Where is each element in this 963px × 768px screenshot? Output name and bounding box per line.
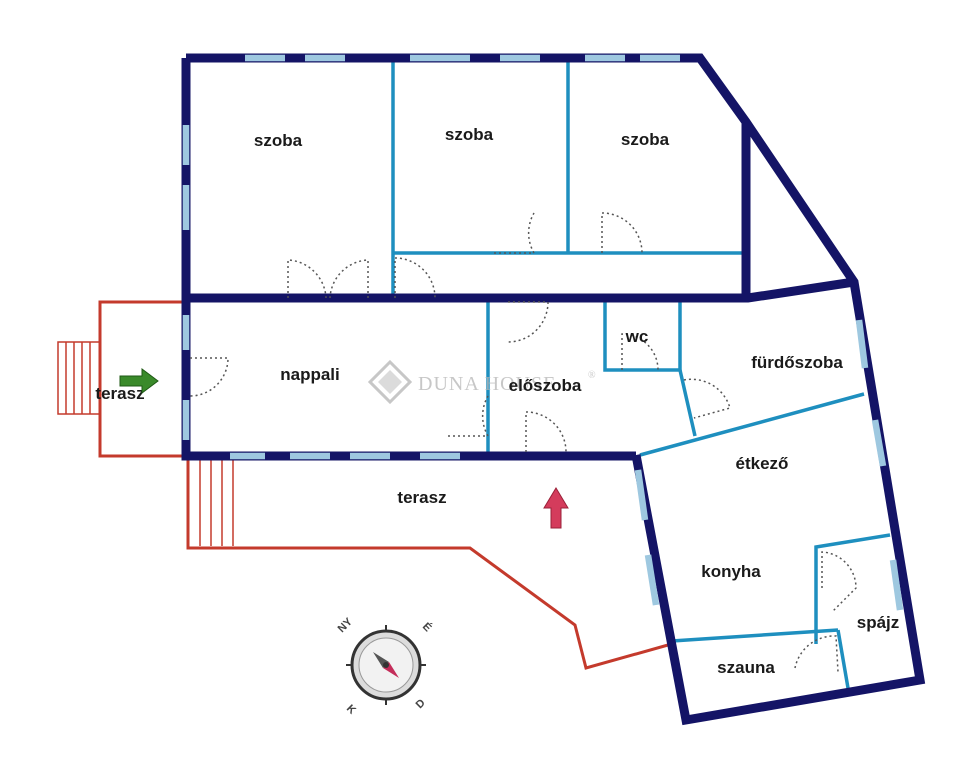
room-label-terasz-side: terasz [95, 384, 144, 403]
compass-label-north: É [420, 620, 434, 634]
room-label-furdoszoba: fürdőszoba [751, 353, 843, 372]
side-terrace-steps [57, 341, 101, 415]
room-label-nappali: nappali [280, 365, 340, 384]
room-label-wc: wc [625, 327, 649, 346]
doors [189, 212, 857, 673]
room-label-terasz-front: terasz [397, 488, 446, 507]
room-label-spajz: spájz [857, 613, 900, 632]
room-label-szoba-1: szoba [254, 131, 303, 150]
front-terrace-steps [199, 460, 234, 546]
watermark: DUNA HOUSE ® [367, 359, 597, 405]
north-arrow-icon [543, 487, 569, 529]
windows [182, 54, 904, 611]
room-labels: szoba szoba szoba nappali előszoba wc fü… [95, 125, 899, 677]
watermark-text: DUNA HOUSE [418, 373, 556, 395]
inner-walls [391, 62, 891, 689]
watermark-registered-mark: ® [588, 370, 597, 381]
front-terrace-outline [186, 458, 669, 670]
duna-house-logo-icon [367, 359, 413, 405]
entry-arrow-icon [119, 368, 159, 394]
room-label-szoba-2: szoba [445, 125, 494, 144]
compass-label-south: D [414, 697, 428, 711]
compass-label-west: NY [336, 615, 356, 635]
room-label-konyha: konyha [701, 562, 761, 581]
outer-walls [181, 53, 926, 726]
room-label-etkezo: étkező [736, 454, 789, 473]
compass-icon: É NY D K [336, 615, 435, 716]
compass-label-east: K [344, 703, 358, 717]
room-label-eloszoba: előszoba [509, 376, 582, 395]
room-label-szauna: szauna [717, 658, 775, 677]
room-label-szoba-3: szoba [621, 130, 670, 149]
